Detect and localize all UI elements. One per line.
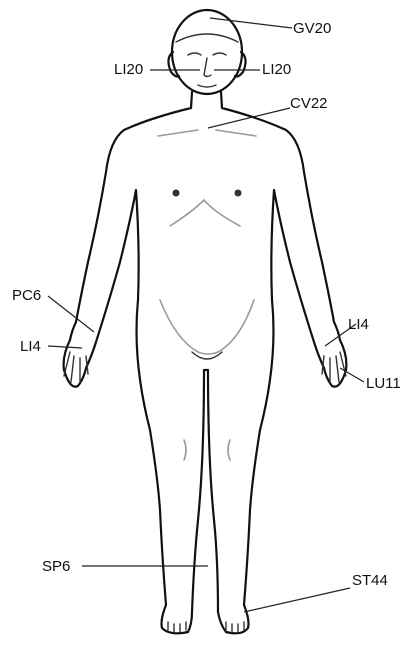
head-outline (172, 10, 242, 94)
label-li4-left: LI4 (20, 338, 41, 355)
right-nipple (235, 190, 242, 197)
chest-contour (170, 200, 240, 226)
left-eye (188, 53, 201, 55)
li4-left-leader (48, 346, 82, 348)
pelvis-contour (160, 300, 254, 354)
mouth (198, 85, 216, 87)
right-foot-toes (226, 622, 244, 632)
left-foot-toes (168, 622, 186, 632)
knee-lines (184, 440, 230, 460)
body-outline (64, 92, 347, 633)
pc6-leader (48, 296, 94, 332)
label-sp6: SP6 (42, 558, 70, 575)
collarbones (158, 130, 256, 136)
right-eye (213, 53, 226, 55)
label-cv22: CV22 (290, 95, 328, 112)
label-st44: ST44 (352, 572, 388, 589)
cv22-leader (208, 108, 290, 128)
left-nipple (173, 190, 180, 197)
label-gv20: GV20 (293, 20, 331, 37)
label-li20-left: LI20 (114, 61, 143, 78)
st44-leader (244, 588, 350, 612)
nose (204, 58, 211, 77)
hairline (176, 34, 238, 42)
label-li20-right: LI20 (262, 61, 291, 78)
gv20-leader (210, 18, 292, 28)
groin-line (192, 352, 222, 359)
label-lu11: LU11 (366, 375, 401, 392)
label-li4-right: LI4 (348, 316, 369, 333)
label-pc6: PC6 (12, 287, 41, 304)
